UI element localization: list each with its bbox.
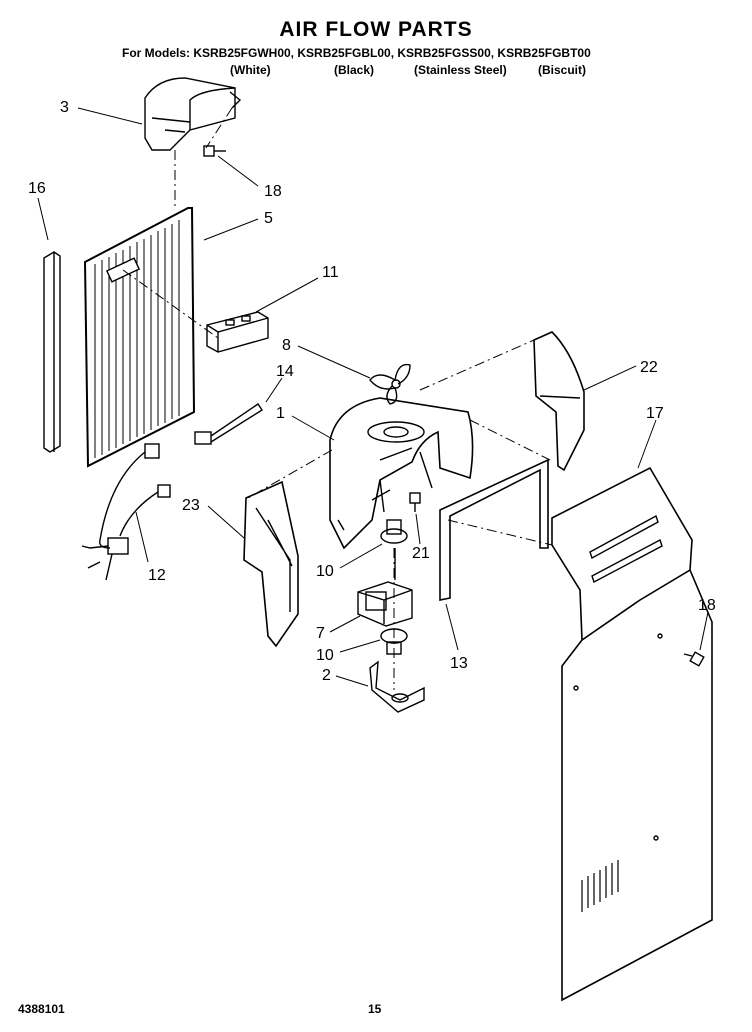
callout-10-upper: 10 <box>316 563 334 580</box>
callout-14: 14 <box>276 363 294 380</box>
callout-10-lower: 10 <box>316 647 334 664</box>
part-14-probe <box>194 403 263 445</box>
part-16-gasket-strip <box>43 251 61 453</box>
leader-lines <box>37 107 709 687</box>
callout-1: 1 <box>276 405 285 422</box>
callout-8: 8 <box>282 337 291 354</box>
part-number: 4388101 <box>18 1002 65 1016</box>
callout-23: 23 <box>182 497 200 514</box>
callout-2: 2 <box>322 667 331 684</box>
finish-black: (Black) <box>334 63 375 77</box>
part-13-u-channel <box>439 458 549 601</box>
part-22-upper-duct <box>533 331 585 472</box>
finish-stainless: (Stainless Steel) <box>414 63 507 77</box>
callout-7: 7 <box>316 625 325 642</box>
finish-white: (White) <box>230 63 271 77</box>
part-18-screw-right <box>683 651 705 667</box>
page-number: 15 <box>368 1002 382 1016</box>
callout-12: 12 <box>148 567 166 584</box>
callout-11: 11 <box>322 264 339 281</box>
callout-18-right: 18 <box>698 597 716 614</box>
callout-22: 22 <box>640 359 658 376</box>
part-2-motor-bracket <box>369 660 425 713</box>
part-7-fan-motor <box>357 548 413 627</box>
part-17-rear-panel <box>551 466 713 1002</box>
model-list: For Models: KSRB25FGWH00, KSRB25FGBL00, … <box>122 46 591 60</box>
part-12-wire-harness <box>81 443 171 581</box>
page-title: AIR FLOW PARTS <box>279 18 473 41</box>
callout-21: 21 <box>412 545 430 562</box>
part-18-screw-top <box>203 145 226 157</box>
callout-13: 13 <box>450 655 468 672</box>
part-23-side-duct <box>243 480 299 648</box>
part-3-duct-cover <box>144 77 242 151</box>
part-1-fan-shroud <box>329 397 474 550</box>
part-11-bracket <box>206 311 269 353</box>
callout-18-top: 18 <box>264 183 282 200</box>
callout-17: 17 <box>646 405 664 422</box>
part-5-evaporator-panel <box>83 207 196 468</box>
part-10-grommet-upper <box>380 519 408 544</box>
part-21-screw <box>409 492 421 512</box>
assembly-guide-lines <box>122 107 553 690</box>
part-8-fan-blade <box>369 363 411 405</box>
callout-16: 16 <box>28 180 46 197</box>
finish-biscuit: (Biscuit) <box>538 63 586 77</box>
callout-5: 5 <box>264 210 273 227</box>
callout-3: 3 <box>60 99 69 116</box>
